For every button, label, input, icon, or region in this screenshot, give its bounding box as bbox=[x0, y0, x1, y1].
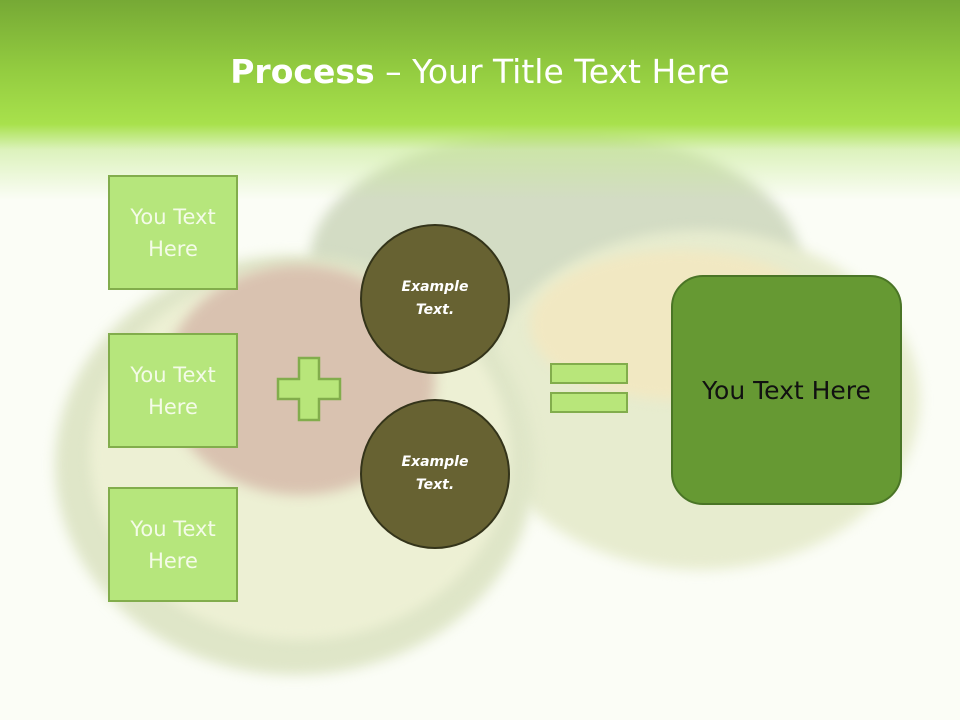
circle-label: Example Text. bbox=[401, 454, 469, 493]
input-box-label: You Text Here bbox=[130, 362, 216, 419]
example-circle-2[interactable]: Example Text. bbox=[360, 399, 510, 549]
example-circle-1[interactable]: Example Text. bbox=[360, 224, 510, 374]
plus-icon bbox=[276, 356, 342, 422]
circle-label: Example Text. bbox=[401, 279, 469, 318]
input-box-label: You Text Here bbox=[130, 204, 216, 261]
slide-title: Process – Your Title Text Here bbox=[0, 52, 960, 91]
header-band bbox=[0, 0, 960, 200]
input-box-1[interactable]: You Text Here bbox=[108, 175, 238, 290]
equals-icon-top-bar bbox=[550, 363, 628, 384]
input-box-label: You Text Here bbox=[130, 516, 216, 573]
input-box-3[interactable]: You Text Here bbox=[108, 487, 238, 602]
equals-icon-bottom-bar bbox=[550, 392, 628, 413]
input-box-2[interactable]: You Text Here bbox=[108, 333, 238, 448]
title-rest: – Your Title Text Here bbox=[374, 52, 730, 91]
result-box-label: You Text Here bbox=[702, 375, 871, 405]
title-bold: Process bbox=[230, 52, 375, 91]
result-box[interactable]: You Text Here bbox=[671, 275, 902, 505]
